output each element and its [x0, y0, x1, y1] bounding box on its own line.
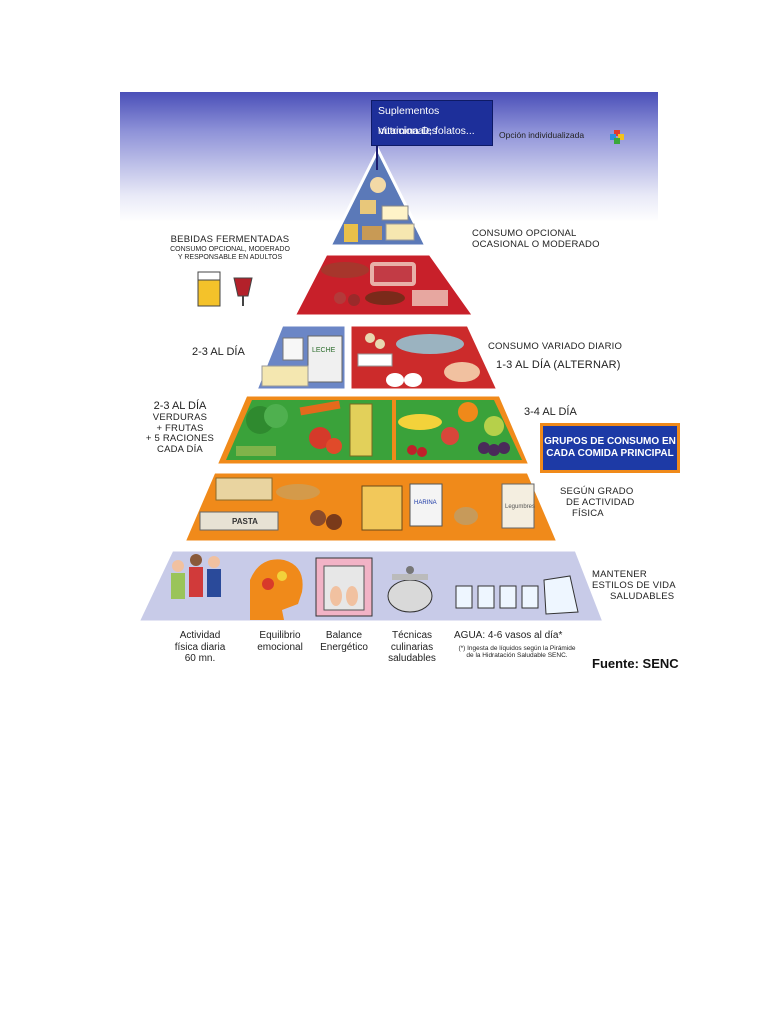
- veg-line-3: + FRUTAS: [156, 422, 204, 434]
- base-label-cooking: Técnicas culinarias saludables: [372, 630, 452, 665]
- pasta-label: PASTA: [232, 517, 258, 526]
- veg-line-2: VERDURAS: [152, 411, 208, 423]
- lifestyle-line-3: SALUDABLES: [610, 590, 675, 602]
- emotional-balance-icon: [250, 559, 303, 620]
- fermented-sub-1: CONSUMO OPCIONAL, MODERADO: [170, 245, 290, 253]
- cereals-line-1: SEGÚN GRADO: [560, 486, 634, 497]
- base-label-energy: Balance Energético: [304, 630, 384, 653]
- scale-icon: [315, 557, 373, 617]
- fermented-drinks-block: BEBIDAS FERMENTADAS CONSUMO OPCIONAL, MO…: [150, 234, 310, 262]
- base-label-emotional: Equilibrio emocional: [240, 630, 320, 653]
- veg-line-1: 2-3 AL DÍA: [153, 400, 207, 412]
- tier-top-optional: [327, 146, 429, 248]
- wine-icon: [233, 277, 253, 306]
- fruit-frequency: 3-4 AL DÍA: [524, 406, 577, 418]
- base-label-activity-1: Actividad: [179, 630, 221, 641]
- base-label-emotional-1: Equilibrio: [259, 630, 301, 641]
- varied-line-1: CONSUMO VARIADO DIARIO: [488, 341, 623, 352]
- cereals-icon: [199, 477, 535, 531]
- flag-line-2: Vitamina D, folatos...: [378, 125, 475, 137]
- base-label-energy-1: Balance: [325, 630, 363, 641]
- base-label-cooking-2: culinarias: [390, 641, 434, 653]
- cooking-pot-icon: [387, 566, 433, 613]
- vegetables-frequency-block: 2-3 AL DÍA VERDURAS + FRUTAS + 5 RACIONE…: [140, 400, 220, 456]
- water-note-1: (*) Ingesta de líquidos según la Pirámid…: [458, 645, 576, 652]
- main-meal-groups-box: GRUPOS DE CONSUMO EN CADA COMIDA PRINCIP…: [540, 423, 680, 473]
- base-label-energy-2: Energético: [320, 641, 368, 653]
- cereals-line-2: DE ACTIVIDAD: [566, 496, 635, 508]
- flour-label: HARINA: [414, 500, 437, 506]
- source-label: Fuente: SENC: [592, 656, 679, 671]
- optional-line-2: OCASIONAL O MODERADO: [472, 238, 600, 250]
- lifestyle-block: MANTENER ESTILOS DE VIDA SALUDABLES: [592, 569, 676, 603]
- optional-line-1: CONSUMO OPCIONAL: [472, 228, 577, 239]
- varied-line-2: 1-3 AL DÍA (ALTERNAR): [496, 358, 621, 371]
- cereals-line-3: FÍSICA: [572, 507, 604, 519]
- fruits-icon: [398, 402, 510, 457]
- dairy-frequency: 2-3 AL DÍA: [192, 346, 245, 358]
- veg-line-5: CADA DÍA: [157, 444, 203, 456]
- main-meal-groups-text: GRUPOS DE CONSUMO EN CADA COMIDA PRINCIP…: [544, 436, 676, 459]
- protein-foods-icon: [357, 333, 480, 387]
- veg-line-4: + 5 RACIONES: [145, 433, 215, 445]
- fermented-title: BEBIDAS FERMENTADAS: [170, 234, 290, 245]
- water-note-2: de la Hidratación Saludable SENC.: [466, 652, 568, 660]
- dairy-icon: [261, 335, 343, 387]
- base-label-emotional-2: emocional: [257, 641, 303, 653]
- vegetables-icon: [236, 400, 373, 457]
- family-icon: [171, 554, 221, 599]
- optional-consumption-block: CONSUMO OPCIONAL OCASIONAL O MODERADO: [472, 228, 600, 251]
- cereals-block: SEGÚN GRADO DE ACTIVIDAD FÍSICA: [560, 486, 635, 520]
- base-label-activity: Actividad física diaria 60 mn.: [160, 630, 240, 665]
- water-glasses-icon: [455, 575, 579, 615]
- individual-option-icon: [610, 130, 624, 144]
- fermented-sub-2: Y RESPONSABLE EN ADULTOS: [177, 253, 283, 261]
- base-label-cooking-3: saludables: [388, 653, 436, 664]
- legumes-label: Legumbres: [505, 504, 535, 510]
- milk-carton-label: LECHE: [312, 347, 336, 354]
- water-note: (*) Ingesta de líquidos según la Pirámid…: [446, 645, 588, 660]
- base-label-activity-3: 60 mn.: [184, 653, 216, 664]
- base-label-activity-2: física diaria: [174, 641, 226, 653]
- cured-meats-icon: [321, 262, 448, 306]
- water-label: AGUA: 4-6 vasos al día*: [454, 630, 563, 641]
- individual-option-label: Opción individualizada: [499, 130, 585, 140]
- beer-icon: [197, 271, 221, 307]
- lifestyle-line-1: MANTENER: [592, 569, 647, 580]
- sweets-icon: [344, 177, 415, 242]
- varied-consumption-block: CONSUMO VARIADO DIARIO 1-3 AL DÍA (ALTER…: [488, 341, 623, 372]
- flag-line-1: Suplementos nutricionales: [378, 105, 440, 137]
- supplements-flag: Suplementos nutricionales Vitamina D, fo…: [371, 100, 493, 146]
- base-label-cooking-1: Técnicas: [391, 630, 432, 641]
- lifestyle-line-2: ESTILOS DE VIDA: [592, 579, 676, 591]
